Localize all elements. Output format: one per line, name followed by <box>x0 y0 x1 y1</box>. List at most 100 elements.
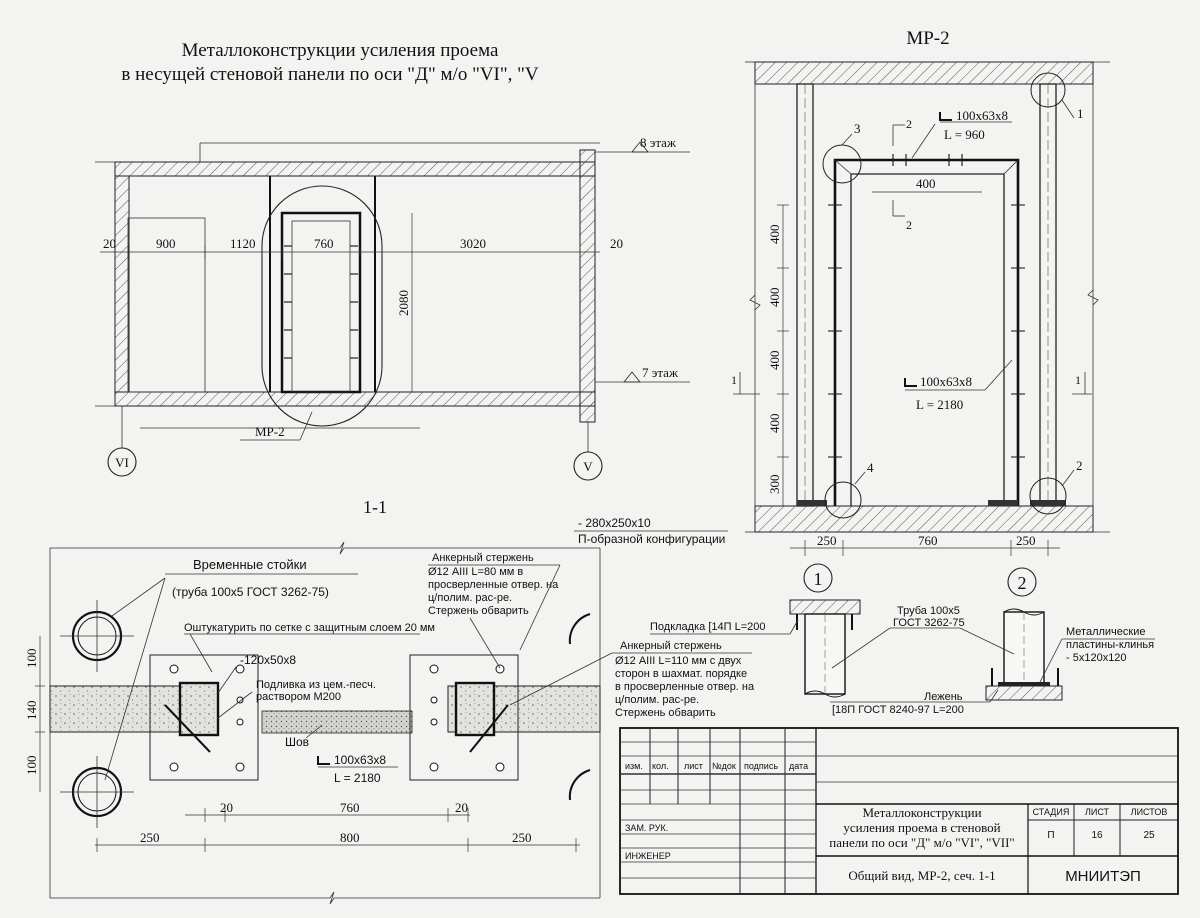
lower-slab <box>114 391 596 407</box>
section-angle-length: L = 2180 <box>334 771 381 785</box>
tb-hdr-data: дата <box>789 761 808 771</box>
angle-side-spec: 100x63x8 <box>920 374 972 389</box>
dim-3020: 3020 <box>460 236 486 251</box>
dim-1120: 1120 <box>230 236 256 251</box>
floor-8: 8 этаж <box>640 135 677 150</box>
cut-mark-left: 1 <box>731 373 737 387</box>
tb-name-line1: Металлоконструкции <box>862 805 981 820</box>
bdim-760: 760 <box>918 533 938 548</box>
plate-note-line2: П-образной конфигурации <box>578 532 725 546</box>
tb-hdr-podpis: подпись <box>744 761 778 771</box>
bed-label-line2: [18П ГОСТ 8240-97 L=200 <box>832 704 964 716</box>
tb-stage-value: П <box>1047 830 1054 841</box>
pipe-label-line2: ГОСТ 3262-75 <box>893 617 965 629</box>
tb-name-line2: усиления проема в стеновой <box>843 820 1000 835</box>
left-wall <box>114 175 130 393</box>
wedges-line2: пластины-клинья <box>1066 639 1154 651</box>
anchor1-line2: просверленные отвер. на <box>428 579 559 591</box>
tb-org: МНИИТЭП <box>1065 868 1141 885</box>
cut-mark-right: 1 <box>1075 373 1081 387</box>
node-details: 1 2 Подкладка [14П L=200 Труба 100х5 ГОС… <box>650 563 1155 716</box>
mp2-detail: МР-2 <box>731 28 1110 556</box>
section-mark-2-bottom: 2 <box>906 218 912 232</box>
angle-top-length: L = 960 <box>944 127 985 142</box>
title-block: изм. кол. лист №док подпись дата ЗАМ. РУ… <box>619 727 1179 895</box>
anchor2-line1: Ø12 АIII L=110 мм с двух <box>615 655 742 667</box>
grout-strip <box>261 710 413 734</box>
seam-label: Шов <box>285 735 309 749</box>
mp2-top-slab <box>754 61 1094 85</box>
tb-hdr-list: лист <box>684 761 703 771</box>
callout-4: 4 <box>867 460 874 475</box>
sdim-760: 760 <box>340 800 360 815</box>
callout-1: 1 <box>1077 106 1084 121</box>
axis-vi-label: VI <box>115 455 129 470</box>
floor-7: 7 этаж <box>642 365 679 380</box>
vdim-400-c: 400 <box>767 351 782 371</box>
tb-stage-hdr: СТАДИЯ <box>1033 807 1070 817</box>
vdim-400-a: 400 <box>767 225 782 245</box>
node-1-number: 1 <box>814 569 823 589</box>
upper-slab <box>114 161 596 177</box>
pad-label: Подкладка [14П L=200 <box>650 621 765 633</box>
mp2-bottom-slab <box>754 505 1094 533</box>
dim-20-right: 20 <box>610 236 623 251</box>
plate-spec: -120x50x8 <box>240 653 296 667</box>
section-angle-spec: 100x63x8 <box>334 753 386 767</box>
mp2-title: МР-2 <box>906 28 949 49</box>
height-2080: 2080 <box>396 290 411 316</box>
tb-hdr-izm: изм. <box>625 761 643 771</box>
dim-900: 900 <box>156 236 176 251</box>
bdim-250-right: 250 <box>1016 533 1036 548</box>
pipe-label-line1: Труба 100х5 <box>897 605 960 617</box>
grout-note-line1: Подливка из цем.-песч. <box>256 679 376 691</box>
vdim-400-b: 400 <box>767 288 782 308</box>
callout-3: 3 <box>854 121 861 136</box>
anchor1-line1: Ø12 АIII L=80 мм в <box>428 566 523 578</box>
tb-sheets-hdr: ЛИСТОВ <box>1131 807 1168 817</box>
sdim-20-a: 20 <box>220 800 233 815</box>
anchor2-line3: в просверленные отвер. на <box>615 681 755 693</box>
anchor2-line5: Стержень обварить <box>615 707 716 719</box>
main-title-line1: Металлоконструкции усиления проема <box>182 40 499 61</box>
anchor-note-2: Анкерный стержень Ø12 АIII L=110 мм с дв… <box>509 640 755 719</box>
vdim-400-d: 400 <box>767 414 782 434</box>
sdim-800: 800 <box>340 830 360 845</box>
wall-elevation: 20 900 1120 760 3020 20 2080 8 этаж 7 эт… <box>95 135 690 481</box>
anchor2-line0: Анкерный стержень <box>620 640 722 652</box>
section-1-1-label: 1-1 <box>363 497 387 517</box>
section-1-1: Временные стойки (труба 100х5 ГОСТ 3262-… <box>24 541 601 905</box>
angle-side-length: L = 2180 <box>916 397 963 412</box>
right-wall <box>579 149 596 423</box>
anchor1-line4: Стержень обварить <box>428 605 529 617</box>
plaster-note: Оштукатурить по сетке с защитным слоем 2… <box>184 622 435 634</box>
temp-posts-title: Временные стойки <box>193 557 307 572</box>
mp2-leader-label: МР-2 <box>255 424 285 439</box>
bed-label-line1: Лежень <box>924 691 963 703</box>
axis-v-marker <box>573 451 603 481</box>
tb-name-line3: панели по оси "Д" м/о "VI", "VII" <box>829 835 1014 850</box>
inner-dim-400: 400 <box>916 176 936 191</box>
dim-20-left: 20 <box>103 236 116 251</box>
tb-hdr-ndok: №док <box>712 761 736 771</box>
vdim-300: 300 <box>767 475 782 495</box>
node-2-number: 2 <box>1018 573 1027 593</box>
plate-note-line1: - 280x250x10 <box>578 516 651 530</box>
angle-top-spec: 100x63x8 <box>956 108 1008 123</box>
sdim-100-bottom: 100 <box>24 756 39 776</box>
tb-sheets-value: 25 <box>1143 830 1155 841</box>
sdim-140: 140 <box>24 701 39 721</box>
anchor2-line2: сторон в шахмат. порядке <box>615 668 747 680</box>
tb-role-inzhener: ИНЖЕНЕР <box>625 851 671 861</box>
dim-760: 760 <box>314 236 334 251</box>
axis-v-label: V <box>583 459 593 474</box>
tb-sheet-value: 16 <box>1091 830 1103 841</box>
mp2-outline <box>261 185 383 427</box>
grout-note-line2: раствором М200 <box>256 691 341 703</box>
anchor1-line0: Анкерный стержень <box>432 552 534 564</box>
main-title-line2: в несущей стеновой панели по оси "Д" м/о… <box>121 64 538 85</box>
bdim-250-left: 250 <box>817 533 837 548</box>
section-mark-2-top: 2 <box>906 117 912 131</box>
tb-sheet-hdr: ЛИСТ <box>1085 807 1110 817</box>
